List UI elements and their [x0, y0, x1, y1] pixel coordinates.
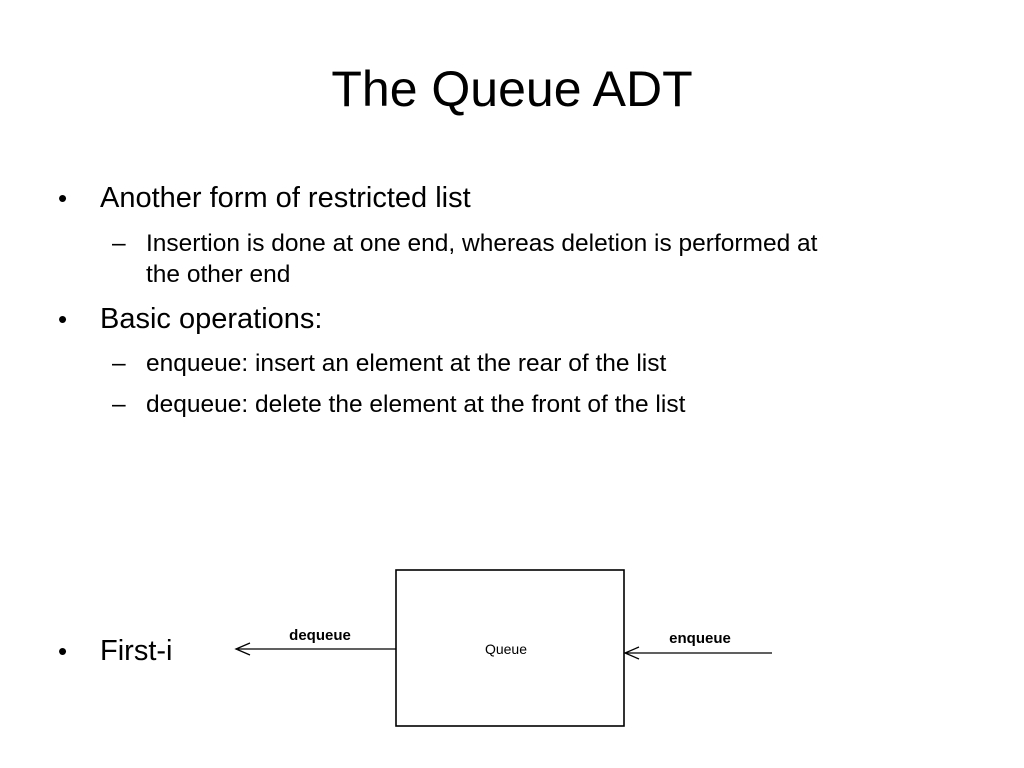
- dequeue-label: dequeue: [289, 627, 351, 644]
- queue-diagram-svg: Queue dequeue enqueue: [234, 569, 772, 727]
- sub-bullet-mark: –: [112, 350, 126, 377]
- queue-diagram: Queue dequeue enqueue: [226, 562, 786, 739]
- queue-box-label: Queue: [485, 641, 527, 657]
- bullet-item: • Another form of restricted list: [58, 181, 471, 216]
- slide-title: The Queue ADT: [331, 61, 693, 117]
- enqueue-arrowhead-icon: [623, 646, 640, 660]
- bullet-mark: •: [58, 636, 68, 666]
- sub-bullet-text: dequeue: delete the element at the front…: [146, 391, 686, 418]
- sub-bullet-text: enqueue: insert an element at the rear o…: [146, 350, 667, 377]
- bullet-text: Basic operations:: [100, 303, 323, 335]
- queue-box: [395, 569, 625, 727]
- sub-bullet-item: – Insertion is done at one end, whereas …: [112, 228, 832, 291]
- bullet-item: • Basic operations:: [58, 302, 322, 337]
- sub-bullet-item: – dequeue: delete the element at the fro…: [112, 389, 832, 420]
- bullet-mark: •: [58, 304, 68, 334]
- dequeue-arrowhead-icon: [234, 642, 251, 656]
- bullet-text: Another form of restricted list: [100, 182, 471, 214]
- sub-bullet-mark: –: [112, 230, 126, 257]
- enqueue-label: enqueue: [669, 630, 731, 647]
- sub-bullet-mark: –: [112, 391, 126, 418]
- sub-bullet-item: – enqueue: insert an element at the rear…: [112, 348, 832, 379]
- bullet-text: First-i: [100, 635, 173, 667]
- bullet-item: • First-i: [58, 634, 172, 669]
- sub-bullet-text: Insertion is done at one end, whereas de…: [146, 230, 818, 289]
- bullet-mark: •: [58, 183, 68, 213]
